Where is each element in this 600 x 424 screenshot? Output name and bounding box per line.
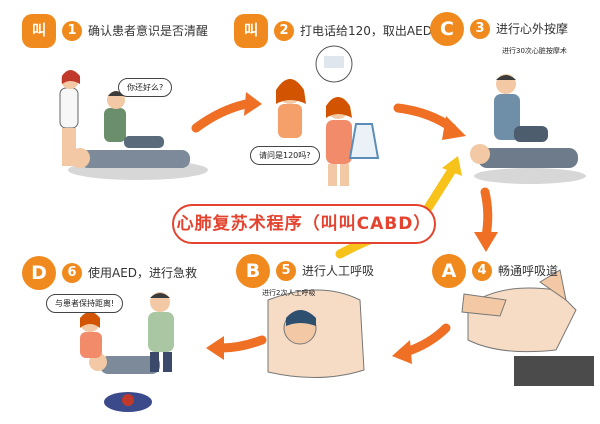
arrow-3-to-4 (480, 187, 493, 241)
panel-3-illustration (470, 74, 586, 184)
step-4-number: 4 (472, 261, 492, 281)
panel-4-illustration (461, 269, 594, 386)
arrow-4-to-5-head (392, 340, 412, 364)
arrow-1-to-2-head (244, 92, 262, 116)
step-4-title: 畅通呼吸道 (498, 264, 559, 278)
step-2-badge: 叫 (234, 14, 268, 48)
step-6-badge: D (22, 256, 56, 290)
step-3-title: 进行心外按摩 (496, 22, 569, 36)
step-5-badge: B (236, 254, 270, 288)
step-1-speech-bubble: 你还好么? (118, 78, 173, 97)
step-2-title: 打电话给120，取出AED (300, 24, 432, 38)
arrow-2-to-3-head (442, 116, 466, 140)
arrow-5-to-6-head (206, 336, 224, 360)
arrow-to-center-right (423, 165, 457, 213)
step-5-number: 5 (276, 261, 296, 281)
panel-6-illustration (80, 292, 174, 412)
step-2-speech-bubble: 请问是120吗? (250, 146, 320, 165)
cpr-procedure-title: 心肺复苏术程序（叫叫CABD） (172, 204, 436, 244)
step-6-number: 6 (62, 263, 82, 283)
arrow-to-center-right-head (442, 156, 462, 176)
panel-2-illustration (276, 45, 380, 186)
panel-1-illustration (59, 70, 208, 180)
arrow-1-to-2 (191, 99, 251, 133)
step-2-number: 2 (274, 21, 294, 41)
step-1-badge: 叫 (22, 14, 56, 48)
step-4-badge: A (432, 254, 466, 288)
panel-5-illustration (267, 289, 365, 378)
step-6-title: 使用AED，进行急救 (88, 266, 198, 280)
step-6-speech-bubble: 与患者保持距离! (46, 294, 124, 313)
step-1-title: 确认患者意识是否清醒 (88, 24, 209, 38)
step-3-number: 3 (470, 19, 490, 39)
arrow-5-to-6 (217, 335, 267, 353)
step-3-note: 进行30次心脏按摩术 (502, 47, 567, 55)
step-1-number: 1 (62, 21, 82, 41)
arrow-2-to-3 (393, 103, 457, 133)
arrow-4-to-5 (401, 323, 451, 357)
step-5-note: 进行2次人工呼吸 (262, 289, 316, 297)
step-3-badge: C (430, 12, 464, 46)
arrow-3-to-4-head (474, 232, 498, 252)
step-5-title: 进行人工呼吸 (302, 264, 375, 278)
